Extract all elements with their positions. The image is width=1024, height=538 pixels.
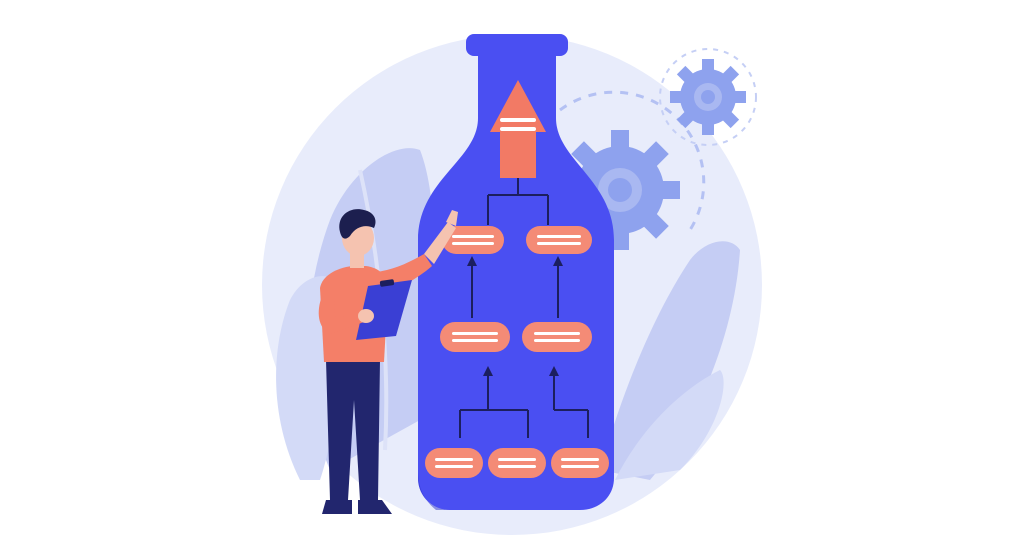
flowchart-box <box>440 322 510 352</box>
arrow-up-icon <box>467 256 477 266</box>
arrow-up-icon <box>549 366 559 376</box>
flowchart-boxes <box>425 226 609 478</box>
gear-orbit-dashes <box>659 48 757 146</box>
clipboard-clip <box>379 279 395 287</box>
flowchart-connectors <box>459 178 589 438</box>
flowchart-box <box>488 448 546 478</box>
pants <box>326 360 380 500</box>
flowchart-arrowheads <box>467 256 563 376</box>
gear-orbit-dashes <box>559 90 706 231</box>
person <box>318 209 458 514</box>
shoe <box>322 500 352 514</box>
arrow-up-icon <box>553 256 563 266</box>
arrow-up-icon <box>483 366 493 376</box>
leaf-icon <box>600 241 740 480</box>
hair <box>339 209 376 239</box>
flowchart-box <box>551 448 609 478</box>
leaf-icon <box>615 370 724 480</box>
bottle <box>418 34 614 510</box>
bottle-cap <box>466 34 568 56</box>
flowchart-box <box>442 226 504 254</box>
holding-hand <box>358 309 374 323</box>
clipboard <box>356 280 412 340</box>
flowchart-box <box>425 448 483 478</box>
arrow-up-icon <box>490 80 546 178</box>
lower-arm <box>318 296 364 334</box>
shoe <box>358 500 392 514</box>
raised-arm-skin <box>424 222 456 264</box>
gear-icon <box>670 59 746 135</box>
right-leaves <box>600 241 740 480</box>
flowchart-box <box>522 322 592 352</box>
bottle-body <box>418 54 614 510</box>
flowchart-box <box>526 226 592 254</box>
pointing-hand <box>446 210 458 226</box>
